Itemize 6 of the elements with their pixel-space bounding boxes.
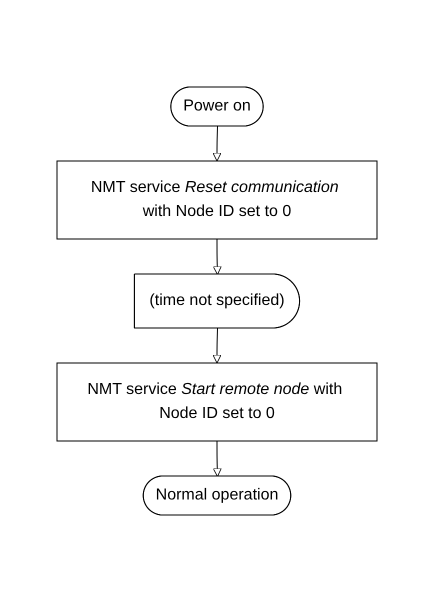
node-box: NMT service Start remote node with Node ID set to 0 [56,362,378,442]
arrow [212,238,222,275]
node-box: NMT service Reset communication with Node ID set to 0 [56,160,378,240]
arrow [212,328,222,364]
arrow [212,126,222,162]
arrow [212,440,222,477]
